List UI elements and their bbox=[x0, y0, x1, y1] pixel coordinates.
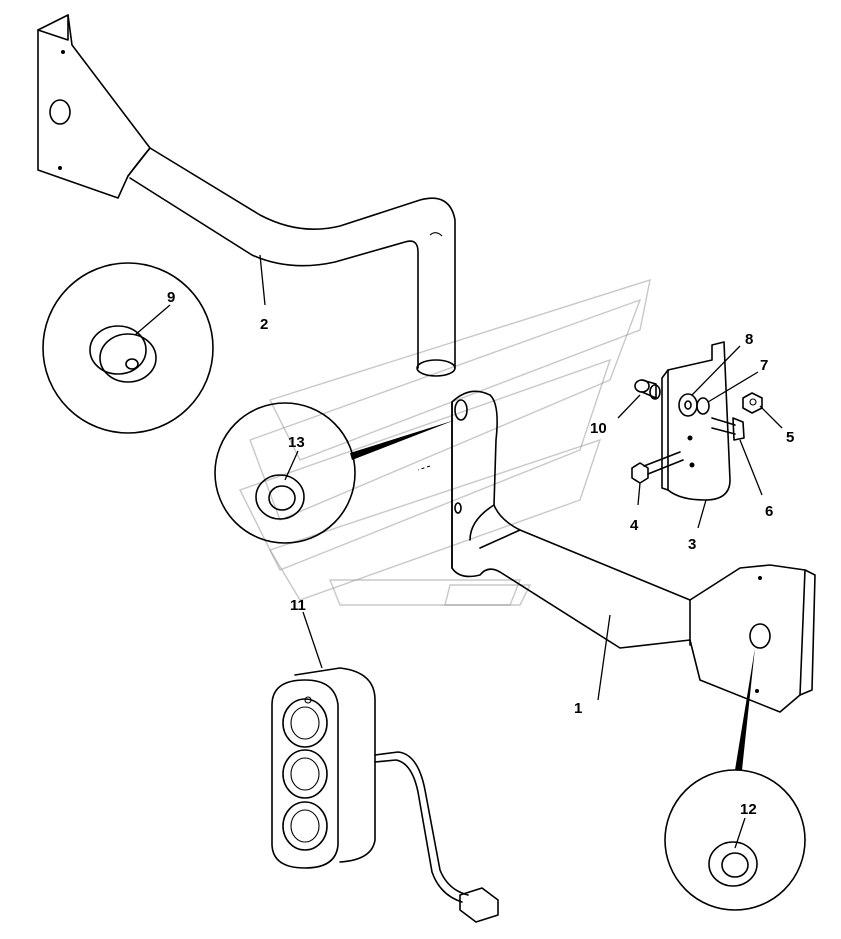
tail-lamp bbox=[271, 667, 499, 923]
washer-8 bbox=[678, 393, 698, 417]
bolt-6 bbox=[711, 417, 745, 441]
callout-12: 12 bbox=[740, 801, 757, 818]
callout-10: 10 bbox=[590, 420, 607, 437]
callout-3: 3 bbox=[688, 536, 696, 553]
callout-9: 9 bbox=[167, 289, 175, 306]
bolt-10 bbox=[634, 379, 661, 400]
callout-1: 1 bbox=[574, 700, 582, 717]
callout-6: 6 bbox=[765, 503, 773, 520]
bracket-arm-upper bbox=[37, 14, 456, 377]
detail-circle-ring-12 bbox=[664, 648, 806, 911]
callout-11: 11 bbox=[290, 597, 306, 614]
bracket-arm-lower bbox=[417, 390, 816, 713]
detail-circle-grommet-9 bbox=[42, 262, 214, 434]
callout-4: 4 bbox=[630, 517, 639, 534]
bolt-4 bbox=[631, 451, 684, 484]
callout-labels: 1 2 3 4 5 6 7 8 9 10 11 12 13 bbox=[167, 289, 794, 818]
callout-8: 8 bbox=[745, 331, 753, 348]
callout-13: 13 bbox=[288, 434, 305, 451]
callout-2: 2 bbox=[260, 316, 268, 333]
callout-5: 5 bbox=[786, 429, 794, 446]
callout-7: 7 bbox=[760, 357, 768, 374]
leader-lines bbox=[134, 254, 783, 849]
clamp-bracket bbox=[661, 341, 731, 501]
detail-circle-ring-13 bbox=[214, 402, 455, 544]
lock-washer-7 bbox=[696, 397, 710, 415]
nut-5 bbox=[742, 392, 763, 414]
